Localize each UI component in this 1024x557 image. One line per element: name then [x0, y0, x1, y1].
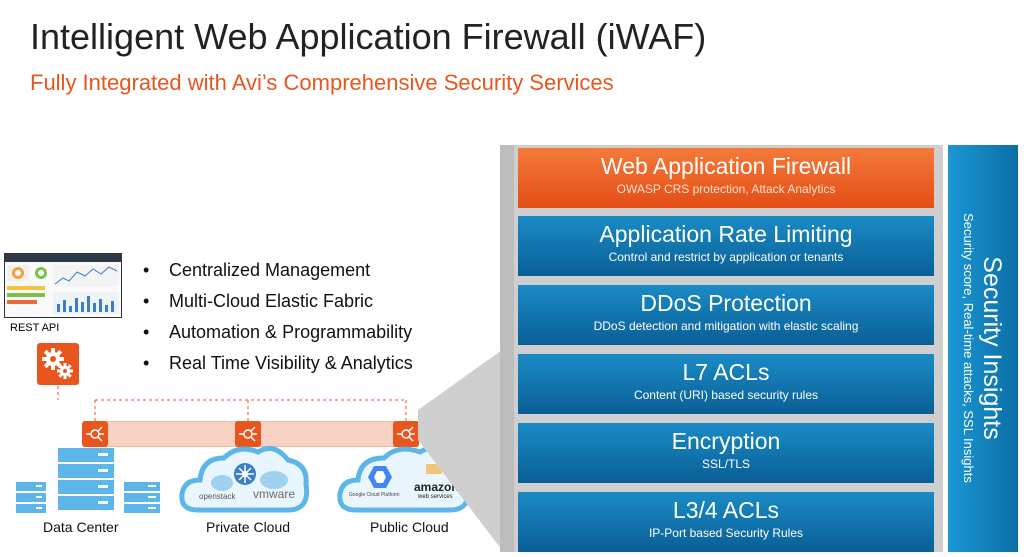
layer-description: SSL/TLS: [701, 457, 751, 471]
dashboard-thumbnail: [4, 253, 122, 318]
layer-title: L3/4 ACLs: [672, 497, 780, 523]
insights-title: Security Insights: [978, 256, 1006, 440]
feature-item: Automation & Programmability: [143, 317, 413, 348]
feature-item: Multi-Cloud Elastic Fabric: [143, 286, 413, 317]
private-cloud-icon: [179, 445, 310, 513]
service-engine-icon: [82, 421, 108, 447]
layer-description: Content (URI) based security rules: [633, 388, 819, 402]
feature-item: Centralized Management: [143, 255, 413, 286]
layer-l34-acls: L3/4 ACLs IP-Port based Security Rules: [518, 492, 934, 552]
private-cloud-label: Private Cloud: [206, 519, 291, 535]
layer-description: Control and restrict by application or t…: [608, 250, 844, 264]
openstack-logo-text: openstack: [199, 492, 236, 501]
layer-description: DDoS detection and mitigation with elast…: [593, 319, 859, 333]
layer-encryption: Encryption SSL/TLS: [518, 423, 934, 483]
insights-description: Security score, Real-time attacks, SSL I…: [961, 213, 976, 483]
google-cloud-logo-text: Google Cloud Platform: [349, 492, 400, 498]
layer-rate-limiting: Application Rate Limiting Control and re…: [518, 216, 934, 276]
layer-title: Application Rate Limiting: [599, 221, 853, 247]
dashboard-screenshot-icon: [5, 254, 121, 314]
layer-title: L7 ACLs: [682, 359, 770, 385]
layer-l7-acls: L7 ACLs Content (URI) based security rul…: [518, 354, 934, 414]
security-stack: [500, 145, 943, 552]
data-center-icon: [16, 448, 160, 513]
layer-web-application-firewall: Web Application Firewall OWASP CRS prote…: [518, 148, 934, 208]
aws-logo-text: web services: [418, 494, 453, 500]
feature-item: Real Time Visibility & Analytics: [143, 348, 413, 379]
layer-description: IP-Port based Security Rules: [648, 526, 804, 540]
layer-description: OWASP CRS protection, Attack Analytics: [616, 182, 836, 196]
service-engine-icon: [393, 421, 419, 447]
rest-api-label: REST API: [10, 322, 60, 334]
data-center-label: Data Center: [43, 519, 119, 535]
layer-ddos-protection: DDoS Protection DDoS detection and mitig…: [518, 285, 934, 345]
layer-title: Encryption: [671, 428, 781, 454]
security-insights-bar: Security Insights Security score, Real-t…: [948, 145, 1018, 552]
stack-spine: [500, 145, 514, 552]
layer-title: Web Application Firewall: [600, 153, 852, 179]
service-engine-icon: [235, 421, 261, 447]
stack-projection: [418, 350, 502, 550]
feature-list: Centralized Management Multi-Cloud Elast…: [143, 255, 413, 379]
page-subtitle: Fully Integrated with Avi’s Comprehensiv…: [30, 70, 614, 95]
amazon-logo-text: amazon: [414, 480, 459, 494]
page-title: Intelligent Web Application Firewall (iW…: [30, 16, 707, 57]
vmware-logo-text: vmware: [253, 487, 296, 501]
controller-gear-icon: [37, 343, 79, 385]
layer-title: DDoS Protection: [640, 290, 812, 316]
public-cloud-label: Public Cloud: [370, 519, 449, 535]
